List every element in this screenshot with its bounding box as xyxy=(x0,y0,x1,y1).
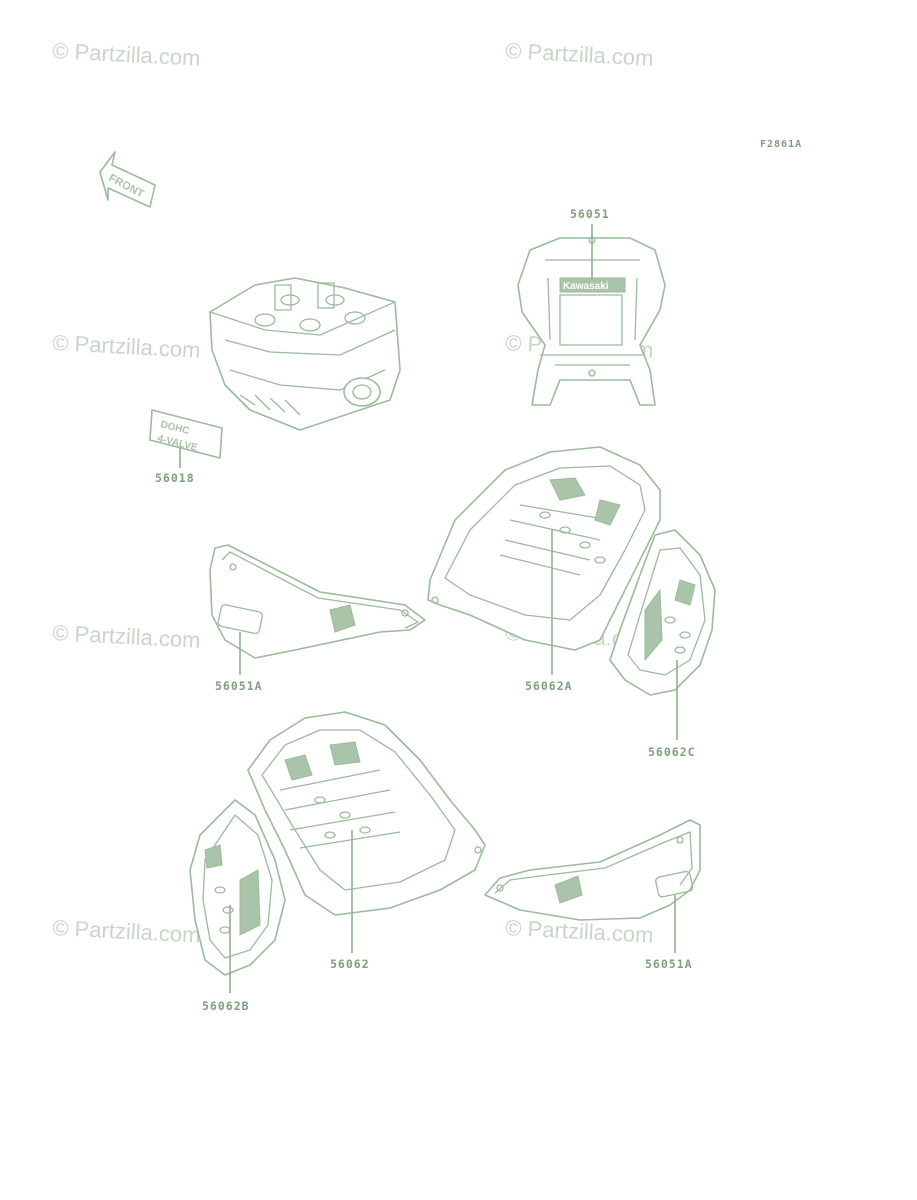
watermark-text: © Partzilla.com xyxy=(52,38,201,71)
label-56018: 56018 xyxy=(155,471,195,485)
dohc-decal: DOHC 4-VALVE xyxy=(149,409,223,459)
shroud-panel-b-drawing xyxy=(189,799,286,976)
label-56051: 56051 xyxy=(570,207,610,221)
cylinder-head-drawing xyxy=(209,277,401,431)
watermark-text: © Partzilla.com xyxy=(52,915,201,948)
decal-kawasaki-text: Kawasaki xyxy=(563,281,609,292)
label-56051A-left: 56051A xyxy=(215,679,263,693)
watermark-text: © Partzilla.com xyxy=(505,38,654,71)
watermark-text: © Partzilla.com xyxy=(52,620,201,653)
label-56062: 56062 xyxy=(330,957,370,971)
front-cowl-drawing: Kawasaki xyxy=(517,236,666,406)
side-cover-left-drawing xyxy=(209,544,426,659)
label-56051A-right: 56051A xyxy=(645,957,693,971)
side-cover-right-drawing xyxy=(484,819,701,921)
label-56062A: 56062A xyxy=(525,679,573,693)
shroud-right-drawing xyxy=(427,446,661,651)
label-56062C: 56062C xyxy=(648,745,696,759)
watermark-text: © Partzilla.com xyxy=(52,330,201,363)
front-arrow-icon: FRONT xyxy=(99,151,156,208)
label-56062B: 56062B xyxy=(202,999,250,1013)
figure-id: F2861A xyxy=(760,139,802,150)
shroud-left-drawing xyxy=(247,711,486,916)
